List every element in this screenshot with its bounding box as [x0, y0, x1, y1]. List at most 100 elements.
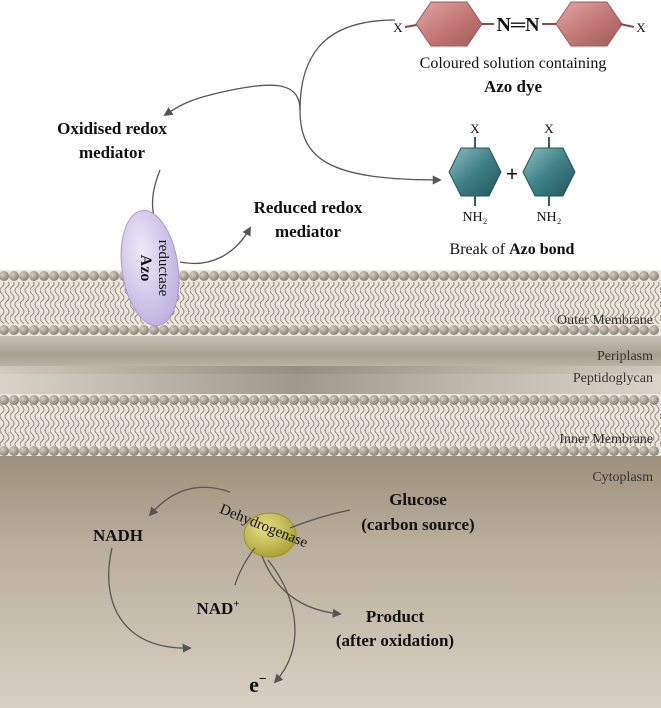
electron-superscript: − — [259, 672, 267, 687]
inner-membrane-head — [549, 446, 559, 456]
outer-membrane-head — [639, 325, 649, 335]
inner-membrane-head — [399, 395, 409, 405]
inner-membrane-head — [149, 446, 159, 456]
inner-membrane-head — [429, 395, 439, 405]
azo-substituent-right: X — [636, 20, 646, 35]
inner-membrane-head — [539, 395, 549, 405]
arrow-enzyme-to-nadh — [148, 486, 231, 517]
outer-membrane-head — [579, 325, 589, 335]
inner-membrane-head — [0, 446, 9, 456]
outer-membrane-head — [109, 325, 119, 335]
outer-membrane-head — [409, 271, 419, 281]
outer-membrane-head — [519, 325, 529, 335]
outer-membrane-head — [479, 271, 489, 281]
inner-membrane-head — [19, 446, 29, 456]
outer-membrane-head — [209, 271, 219, 281]
outer-membrane-head — [49, 325, 59, 335]
inner-membrane-head — [489, 395, 499, 405]
outer-membrane-bottom-heads — [0, 325, 659, 335]
arrow-dye-to-products — [299, 19, 442, 185]
outer-membrane-head — [649, 271, 659, 281]
inner-membrane-head — [469, 446, 479, 456]
break-caption-prefix: Break of — [450, 241, 510, 258]
inner-membrane-head — [239, 446, 249, 456]
inner-membrane-head — [499, 446, 509, 456]
right-benzene-ring-icon — [555, 1, 623, 47]
outer-membrane-head — [499, 325, 509, 335]
arrow-reduced-to-oxidised — [163, 84, 301, 117]
outer-membrane-head — [9, 325, 19, 335]
outer-membrane-head — [489, 271, 499, 281]
inner-membrane-head — [289, 446, 299, 456]
inner-membrane-head — [459, 446, 469, 456]
nad-label: NAD+ — [196, 598, 239, 618]
inner-membrane-head — [619, 395, 629, 405]
inner-membrane-head — [279, 446, 289, 456]
outer-membrane-head — [409, 325, 419, 335]
nad-base: NAD — [196, 599, 233, 618]
outer-membrane-head — [599, 271, 609, 281]
outer-membrane-head — [339, 325, 349, 335]
inner-membrane-head — [309, 446, 319, 456]
outer-membrane-head — [59, 271, 69, 281]
inner-membrane-head — [279, 395, 289, 405]
inner-membrane-head — [329, 395, 339, 405]
outer-membrane-head — [19, 325, 29, 335]
outer-membrane-head — [639, 271, 649, 281]
inner-membrane-head — [419, 395, 429, 405]
inner-membrane-head — [169, 395, 179, 405]
inner-membrane-head — [409, 446, 419, 456]
outer-membrane-head — [389, 325, 399, 335]
inner-membrane-head — [359, 446, 369, 456]
outer-membrane-head — [489, 325, 499, 335]
inner-membrane-head — [569, 395, 579, 405]
inner-membrane-head — [489, 446, 499, 456]
outer-membrane-head — [399, 271, 409, 281]
inner-membrane-head — [129, 395, 139, 405]
inner-membrane-head — [369, 395, 379, 405]
outer-membrane-head — [359, 325, 369, 335]
outer-membrane-head — [179, 271, 189, 281]
outer-membrane-head — [499, 271, 509, 281]
nadh-label: NADH — [93, 526, 143, 545]
amine-right-ring-icon — [522, 147, 576, 197]
outer-membrane-head — [309, 325, 319, 335]
inner-membrane-head — [0, 395, 9, 405]
outer-membrane-head — [389, 271, 399, 281]
outer-membrane-head — [609, 271, 619, 281]
inner-membrane-head — [499, 395, 509, 405]
outer-membrane-head — [279, 271, 289, 281]
inner-membrane-head — [249, 395, 259, 405]
inner-membrane-head — [209, 395, 219, 405]
inner-membrane-head — [339, 395, 349, 405]
outer-membrane-head — [69, 325, 79, 335]
amine-left-substituent: X — [470, 121, 480, 136]
outer-membrane-head — [219, 325, 229, 335]
product-label-line1: Product — [366, 607, 425, 626]
label-peptidoglycan: Peptidoglycan — [573, 371, 653, 386]
break-caption-bold: Azo bond — [509, 241, 574, 258]
outer-membrane-head — [509, 325, 519, 335]
inner-membrane-head — [629, 395, 639, 405]
electron-base: e — [249, 672, 259, 697]
outer-membrane-head — [589, 325, 599, 335]
amine-right-substituent: X — [544, 121, 554, 136]
outer-membrane-head — [109, 271, 119, 281]
outer-membrane-head — [289, 271, 299, 281]
inner-membrane-head — [269, 446, 279, 456]
outer-membrane-head — [379, 271, 389, 281]
inner-membrane-head — [579, 395, 589, 405]
inner-membrane-head — [189, 446, 199, 456]
outer-membrane-head — [69, 271, 79, 281]
inner-membrane-head — [589, 395, 599, 405]
outer-membrane-head — [0, 271, 9, 281]
inner-membrane-head — [199, 395, 209, 405]
outer-membrane-head — [99, 271, 109, 281]
inner-membrane-head — [69, 395, 79, 405]
inner-membrane-head — [29, 446, 39, 456]
outer-membrane-head — [399, 325, 409, 335]
outer-membrane-head — [619, 325, 629, 335]
inner-membrane-head — [159, 446, 169, 456]
inner-membrane-head — [349, 395, 359, 405]
